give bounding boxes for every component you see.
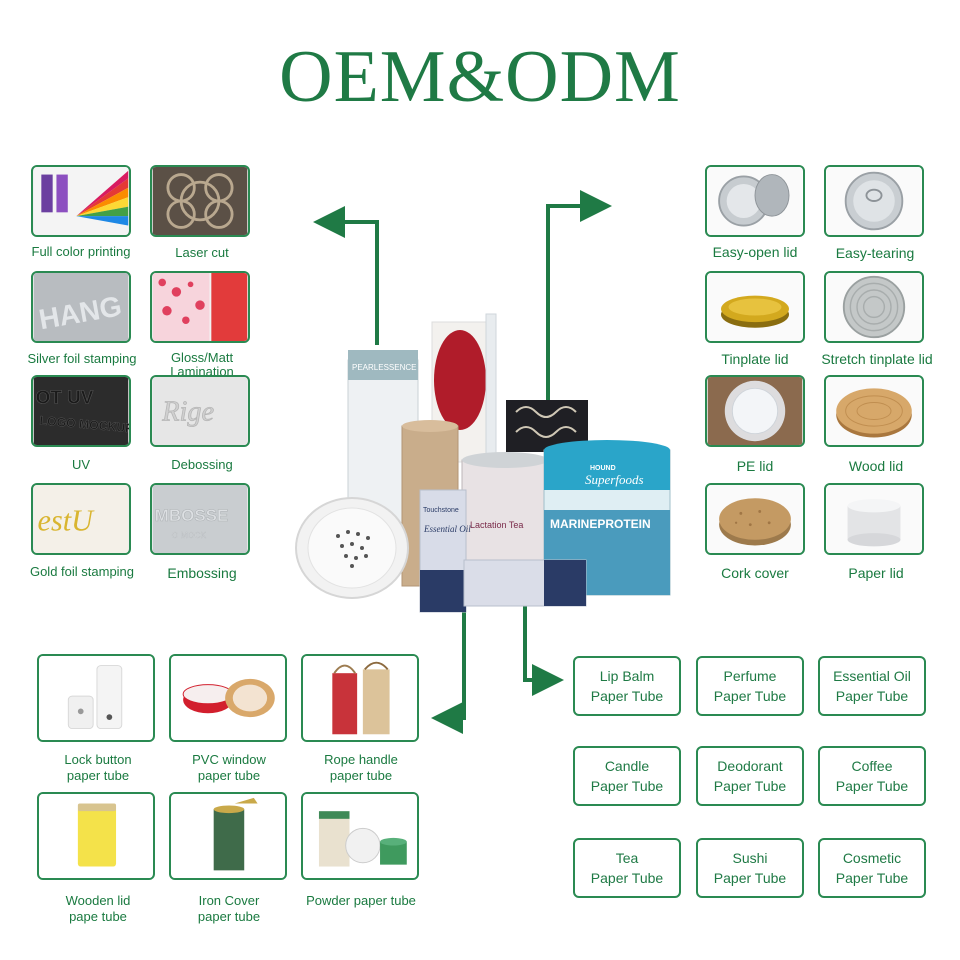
- wooden-lid-tube-image: [37, 792, 155, 880]
- powder-tube-image: [301, 792, 419, 880]
- tube-label-powder: Powder paper tube: [306, 893, 416, 908]
- lid-label-cork: Cork cover: [721, 565, 789, 581]
- easy-open-lid-image: [705, 165, 805, 237]
- feature-label-full-color-printing: Full color printing: [31, 244, 131, 259]
- feature-label-silver-foil: Silver foil stamping: [27, 351, 137, 366]
- lid-label-easy-tearing: Easy-tearing: [835, 245, 915, 261]
- tinplate-lid-image: [705, 271, 805, 343]
- product-text-pearlessence: PEARLESSENCE: [352, 363, 416, 372]
- full-color-printing-image: [31, 165, 131, 237]
- wood-lid-image: [824, 375, 924, 447]
- svg-text:Rige: Rige: [161, 396, 214, 427]
- product-group-image: PEARLESSENCE Lactation Tea HOUND Superfo…: [295, 313, 671, 613]
- feature-label-laser-cut: Laser cut: [175, 245, 229, 260]
- uv-image: OT UV LOGO MOCKUP: [31, 375, 131, 447]
- lock-button-tube-image: [37, 654, 155, 742]
- feature-label-uv: UV: [71, 457, 91, 472]
- pe-lid-image: [705, 375, 805, 447]
- product-text-essential: Essential Oil: [423, 524, 471, 534]
- product-text-superfoods: Superfoods: [585, 472, 644, 487]
- lid-label-stretch-tinplate: Stretch tinplate lid: [821, 351, 933, 367]
- svg-text:O MOCK: O MOCK: [172, 530, 207, 540]
- cork-cover-image: [705, 483, 805, 555]
- svg-text:estU: estU: [38, 503, 96, 537]
- paper-lid-image: [824, 483, 924, 555]
- embossing-image: MBOSSE O MOCK: [150, 483, 250, 555]
- laser-cut-image: [150, 165, 250, 237]
- pvc-window-tube-image: [169, 654, 287, 742]
- lamination-image: [150, 271, 250, 343]
- lid-label-wood: Wood lid: [848, 458, 904, 474]
- product-text-lactation: Lactation Tea: [470, 520, 523, 530]
- svg-text:OT UV: OT UV: [36, 387, 94, 408]
- iron-cover-tube-image: [169, 792, 287, 880]
- debossing-image: Rige: [150, 375, 250, 447]
- feature-label-debossing: Debossing: [171, 457, 233, 472]
- svg-text:MBOSSE: MBOSSE: [155, 506, 229, 525]
- feature-label-embossing: Embossing: [167, 565, 237, 581]
- lid-label-tinplate: Tinplate lid: [721, 351, 789, 367]
- lid-label-paper: Paper lid: [848, 565, 904, 581]
- silver-foil-stamping-image: HANG: [31, 271, 131, 343]
- lid-label-easy-open: Easy-open lid: [712, 244, 798, 260]
- lid-label-pe: PE lid: [736, 458, 774, 474]
- product-text-marine: MARINEPROTEIN: [550, 517, 651, 531]
- product-text-hound: HOUND: [590, 465, 616, 472]
- page-title: OEM&ODM: [279, 36, 681, 118]
- feature-label-gold-foil: Gold foil stamping: [29, 564, 135, 579]
- easy-tearing-image: [824, 165, 924, 237]
- rope-handle-tube-image: [301, 654, 419, 742]
- product-text-touchstone: Touchstone: [423, 507, 459, 514]
- stretch-tinplate-lid-image: [824, 271, 924, 343]
- gold-foil-stamping-image: estU: [31, 483, 131, 555]
